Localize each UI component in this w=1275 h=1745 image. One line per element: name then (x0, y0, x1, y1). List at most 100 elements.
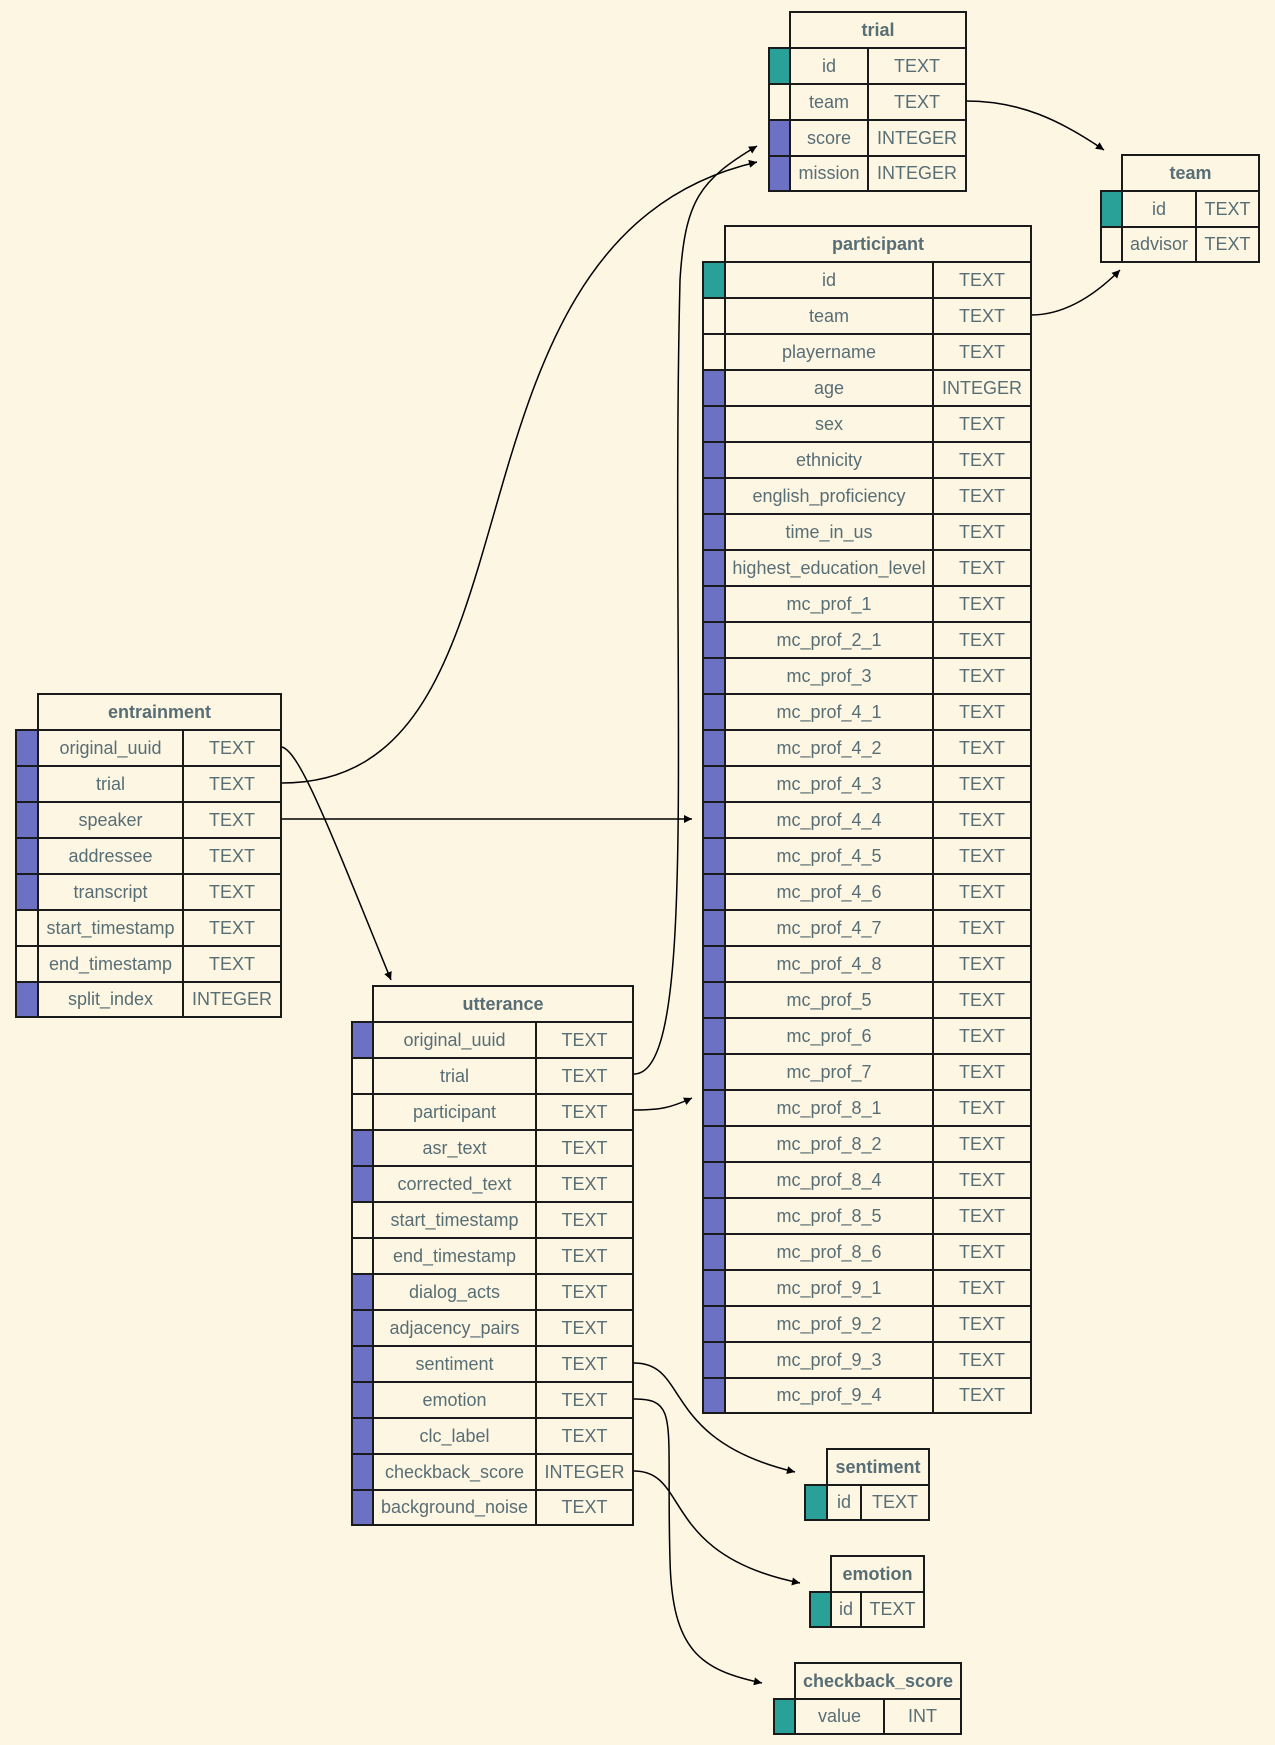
column-name: age (724, 369, 934, 406)
edge-utterance-emotion-to-checkback-score (633, 1398, 763, 1686)
column-name: mc_prof_8_6 (724, 1233, 934, 1270)
column-name: mc_prof_8_2 (724, 1125, 934, 1162)
table-header: team (1121, 154, 1260, 191)
index-marker (702, 657, 725, 694)
column-type: TEXT (934, 945, 1032, 982)
column-name: original_uuid (372, 1021, 537, 1058)
index-marker (702, 873, 725, 910)
column-name: mc_prof_7 (724, 1053, 934, 1090)
column-name: clc_label (372, 1417, 537, 1454)
index-marker (351, 1273, 373, 1310)
column-name: ethnicity (724, 441, 934, 478)
column-type: TEXT (862, 1591, 925, 1628)
column-type: TEXT (934, 585, 1032, 622)
index-marker (702, 549, 725, 586)
column-name: original_uuid (37, 729, 184, 766)
empty-marker (1100, 226, 1122, 263)
column-name: mc_prof_8_5 (724, 1197, 934, 1234)
column-type: TEXT (934, 981, 1032, 1018)
column-type: TEXT (537, 1381, 634, 1418)
index-marker (702, 1341, 725, 1378)
primary-key-marker (773, 1698, 795, 1735)
column-type: TEXT (184, 909, 282, 946)
index-marker (351, 1129, 373, 1166)
column-type: TEXT (184, 765, 282, 802)
column-type: TEXT (537, 1021, 634, 1058)
column-name: mc_prof_4_5 (724, 837, 934, 874)
primary-key-marker (1100, 190, 1122, 227)
table-header: checkback_score (794, 1662, 962, 1699)
index-marker (351, 1453, 373, 1490)
column-type: TEXT (934, 621, 1032, 658)
column-type: INT (885, 1698, 962, 1735)
index-marker (351, 1021, 373, 1058)
empty-marker (351, 1093, 373, 1130)
column-name: transcript (37, 873, 184, 910)
column-type: TEXT (537, 1489, 634, 1526)
column-name: english_proficiency (724, 477, 934, 514)
index-marker (702, 693, 725, 730)
index-marker (702, 477, 725, 514)
column-type: TEXT (934, 909, 1032, 946)
table-header: trial (789, 11, 967, 48)
table-header: utterance (372, 985, 634, 1022)
column-name: mc_prof_4_3 (724, 765, 934, 802)
empty-marker (15, 945, 38, 982)
index-marker (702, 1269, 725, 1306)
column-name: mc_prof_5 (724, 981, 934, 1018)
column-name: mc_prof_9_1 (724, 1269, 934, 1306)
index-marker (15, 801, 38, 838)
column-type: INTEGER (184, 981, 282, 1018)
empty-marker (768, 83, 790, 120)
edge-utterance-checkback-score-to-emotion (633, 1470, 801, 1586)
column-type: TEXT (934, 1197, 1032, 1234)
column-type: TEXT (934, 297, 1032, 334)
index-marker (351, 1165, 373, 1202)
column-name: advisor (1121, 226, 1197, 263)
column-type: INTEGER (537, 1453, 634, 1490)
column-type: TEXT (537, 1345, 634, 1382)
column-name: participant (372, 1093, 537, 1130)
column-name: mc_prof_8_4 (724, 1161, 934, 1198)
index-marker (702, 837, 725, 874)
column-name: id (789, 47, 869, 84)
column-type: TEXT (934, 333, 1032, 370)
column-type: TEXT (934, 837, 1032, 874)
column-type: TEXT (934, 477, 1032, 514)
index-marker (702, 729, 725, 766)
table-header: sentiment (826, 1448, 930, 1485)
column-name: mc_prof_9_2 (724, 1305, 934, 1342)
column-name: id (830, 1591, 862, 1628)
column-name: mission (789, 155, 869, 192)
column-type: TEXT (934, 1089, 1032, 1126)
column-name: mc_prof_1 (724, 585, 934, 622)
column-type: TEXT (934, 729, 1032, 766)
index-marker (351, 1309, 373, 1346)
empty-marker (702, 297, 725, 334)
index-marker (702, 1233, 725, 1270)
column-name: value (794, 1698, 885, 1735)
edge-utterance-trial-to-trial (633, 145, 758, 1075)
column-type: TEXT (184, 729, 282, 766)
column-name: mc_prof_9_3 (724, 1341, 934, 1378)
column-type: TEXT (537, 1309, 634, 1346)
index-marker (702, 945, 725, 982)
column-name: background_noise (372, 1489, 537, 1526)
column-name: sentiment (372, 1345, 537, 1382)
table-header: entrainment (37, 693, 282, 730)
column-name: sex (724, 405, 934, 442)
index-marker (702, 981, 725, 1018)
index-marker (702, 1125, 725, 1162)
index-marker (702, 1089, 725, 1126)
column-name: time_in_us (724, 513, 934, 550)
index-marker (702, 1377, 725, 1414)
index-marker (702, 513, 725, 550)
column-type: TEXT (934, 693, 1032, 730)
column-name: adjacency_pairs (372, 1309, 537, 1346)
index-marker (702, 909, 725, 946)
empty-marker (15, 909, 38, 946)
index-marker (351, 1417, 373, 1454)
column-name: start_timestamp (372, 1201, 537, 1238)
index-marker (351, 1489, 373, 1526)
